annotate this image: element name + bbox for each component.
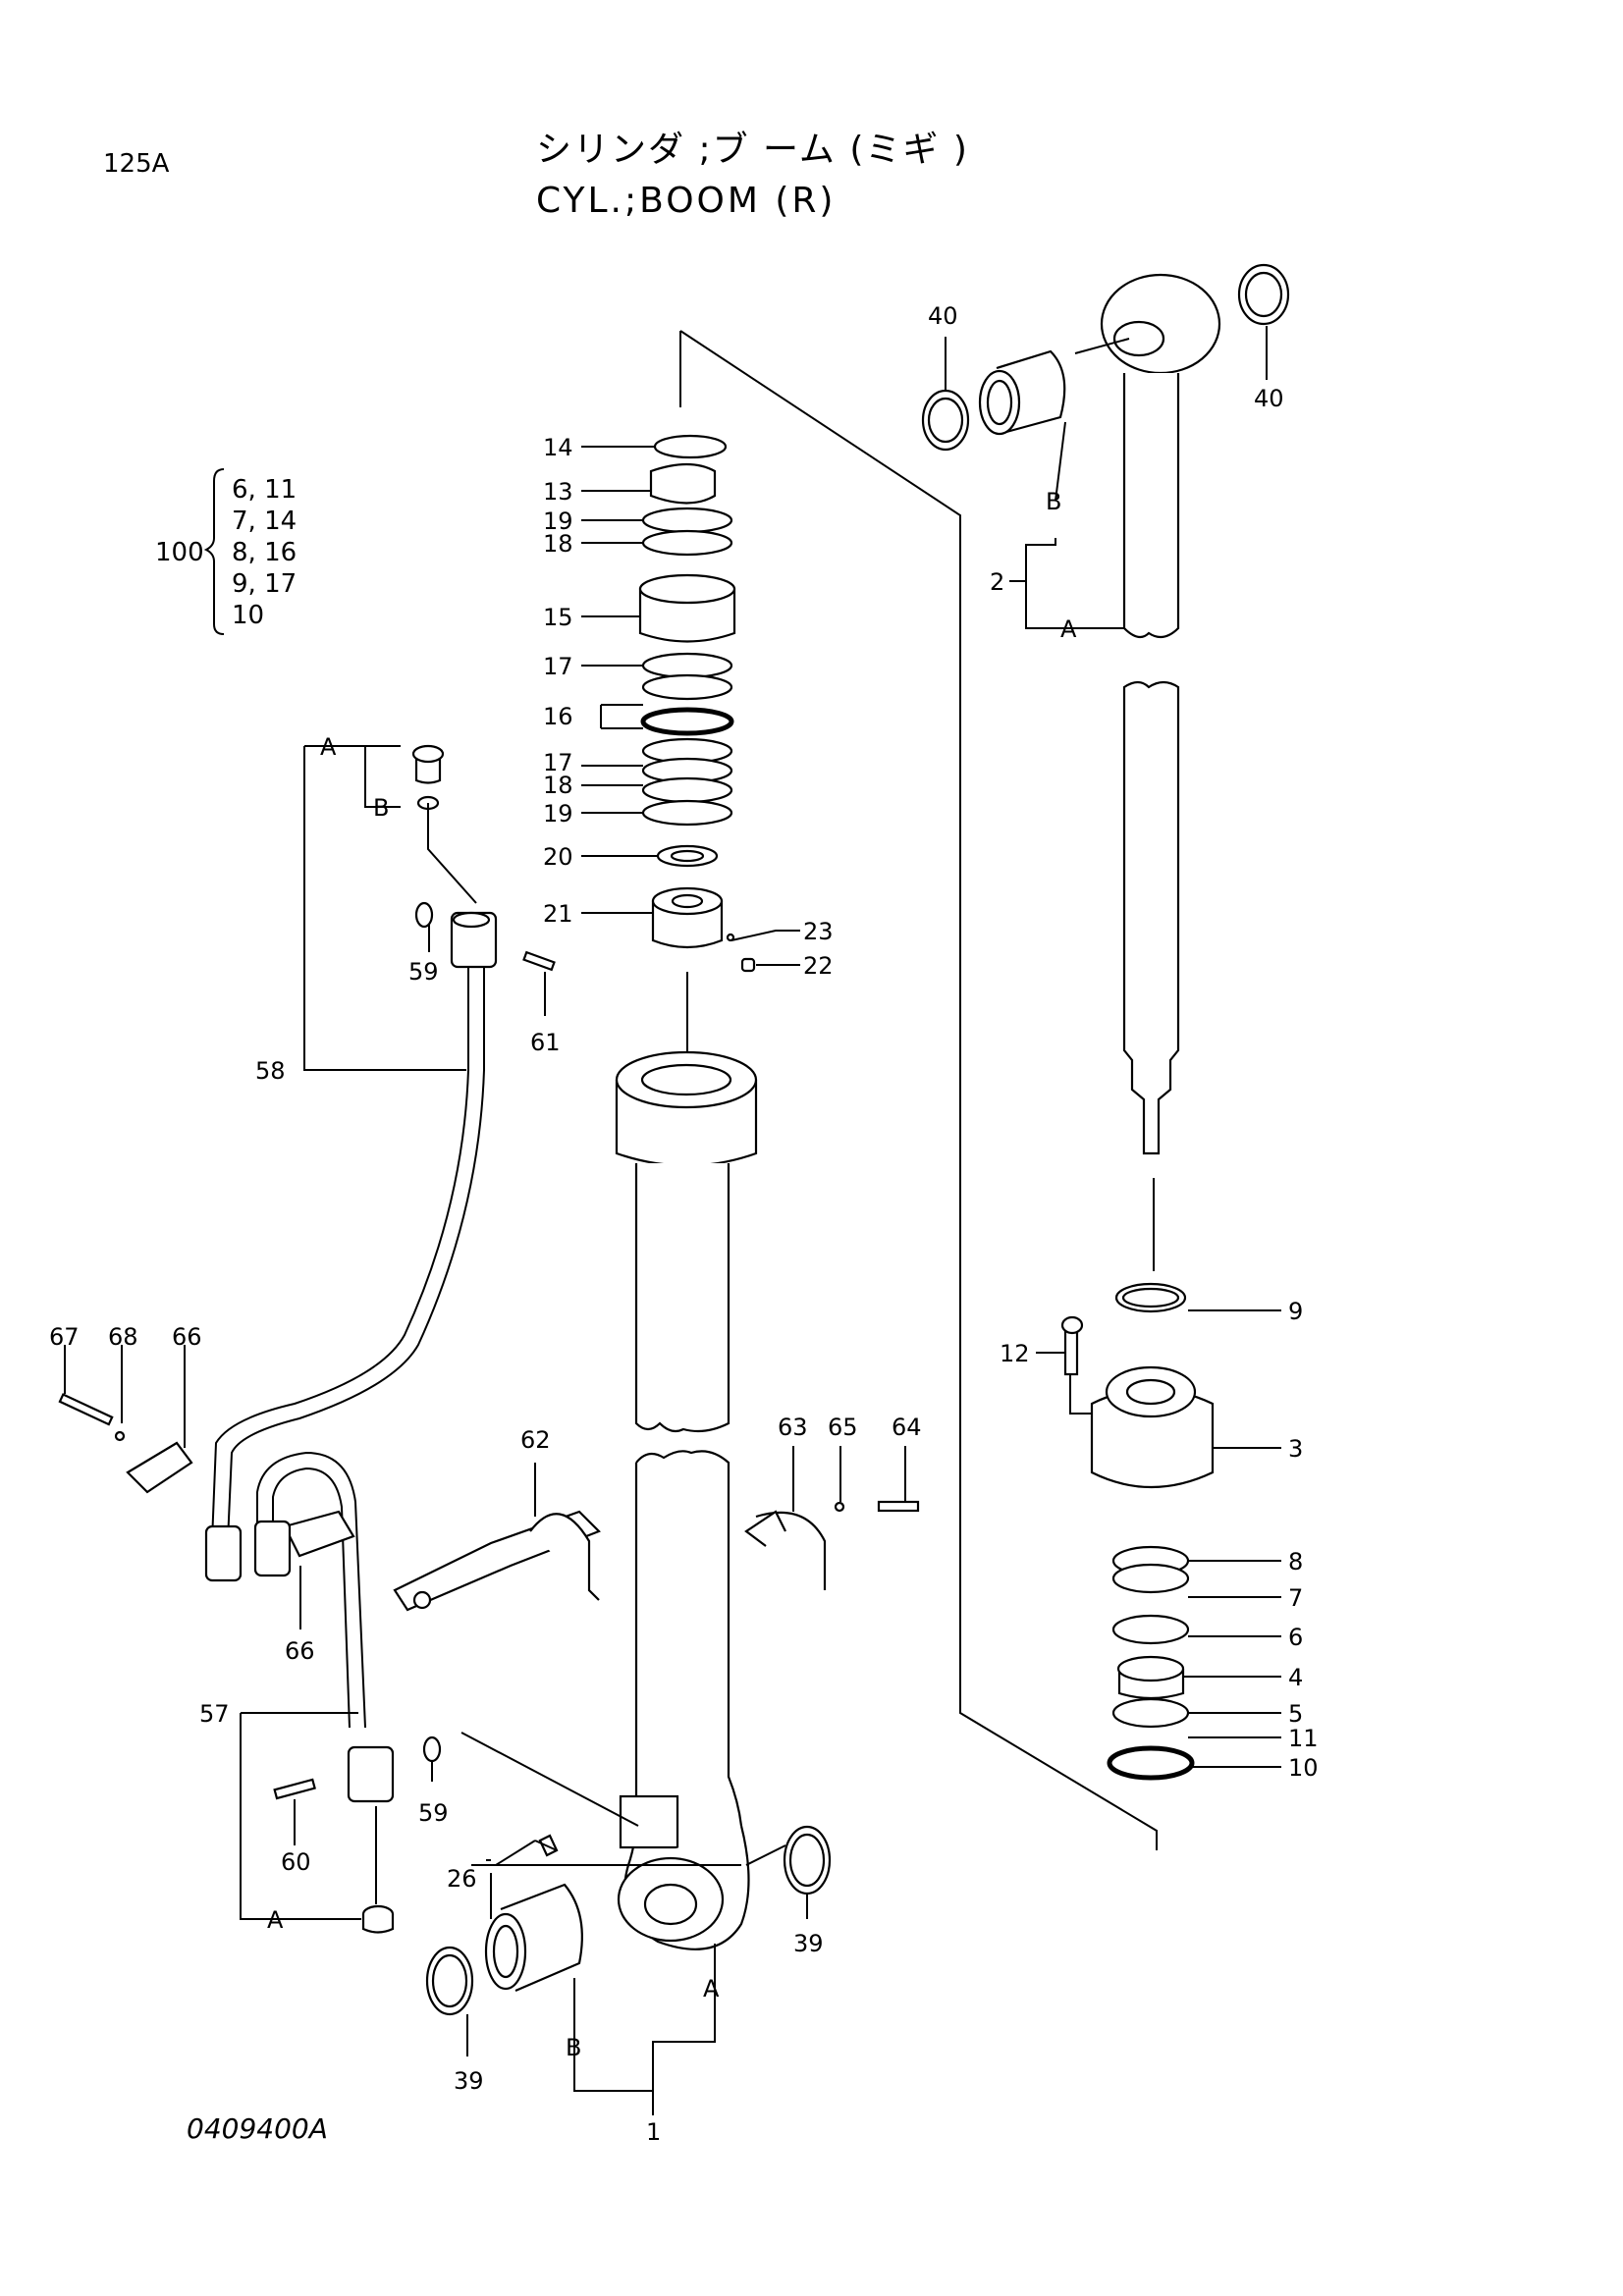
callout-18: 18 [543, 772, 573, 799]
callout-7: 7 [1288, 1584, 1303, 1612]
callout-B: B [373, 794, 389, 822]
callout-22: 22 [803, 952, 834, 980]
callout-2: 2 [990, 568, 1004, 596]
callout-9: 9 [1288, 1298, 1303, 1325]
callout-59: 59 [408, 958, 439, 986]
callout-B: B [1046, 488, 1061, 515]
pipe-58 [211, 744, 556, 1542]
kit-item: 7, 14 [232, 507, 298, 536]
callout-A: A [320, 733, 337, 761]
callout-63: 63 [778, 1414, 808, 1441]
callout-39: 39 [793, 1930, 824, 1957]
callout-3: 3 [1288, 1435, 1303, 1463]
kit-item: 10 [232, 601, 265, 630]
callout-68: 68 [108, 1323, 138, 1351]
bushing-40 [921, 263, 1290, 452]
drawing-number: 0409400A [187, 2112, 328, 2145]
callout-19: 19 [543, 800, 573, 828]
callout-4: 4 [1288, 1664, 1303, 1691]
callout-66: 66 [285, 1637, 315, 1665]
clamp-parts [58, 1393, 920, 1612]
cylinder-tube [615, 1050, 758, 1950]
callout-6: 6 [1288, 1624, 1303, 1651]
callout-10: 10 [1288, 1754, 1319, 1782]
callout-17: 17 [543, 749, 573, 776]
kit-item: 9, 17 [232, 569, 298, 599]
callout-17: 17 [543, 653, 573, 680]
callout-21: 21 [543, 900, 573, 928]
title-japanese: シリンダ ;ブ ーム (ミギ ) [536, 130, 969, 170]
gland-stack [638, 434, 756, 1070]
callout-40: 40 [928, 302, 958, 330]
callout-12: 12 [1000, 1340, 1030, 1367]
callout-58: 58 [255, 1057, 286, 1085]
callout-67: 67 [49, 1323, 80, 1351]
kit-brace [203, 468, 225, 635]
callout-A: A [267, 1906, 284, 1934]
callout-19: 19 [543, 507, 573, 535]
callout-60: 60 [281, 1848, 311, 1876]
piston-rod [1100, 273, 1221, 1271]
leader-lines [64, 326, 1281, 2115]
callout-66: 66 [172, 1323, 202, 1351]
callout-14: 14 [543, 434, 573, 461]
piston-stack [1060, 1282, 1215, 1781]
pipe-57 [256, 1451, 559, 1934]
callout-16: 16 [543, 703, 573, 730]
callout-18: 18 [543, 530, 573, 558]
kit-item: 6, 11 [232, 475, 298, 505]
callout-64: 64 [892, 1414, 922, 1441]
title-english: CYL.;BOOM (R) [536, 181, 837, 221]
callout-26: 26 [447, 1865, 477, 1893]
kit-item: 8, 16 [232, 538, 298, 567]
callout-A: A [703, 1975, 720, 2002]
callout-57: 57 [199, 1700, 230, 1728]
callout-15: 15 [543, 604, 573, 631]
callout-20: 20 [543, 843, 573, 871]
callout-59: 59 [418, 1799, 449, 1827]
page-code: 125A [103, 149, 170, 179]
callout-23: 23 [803, 918, 834, 945]
callout-A: A [1060, 615, 1077, 643]
callout-11: 11 [1288, 1725, 1319, 1752]
callout-8: 8 [1288, 1548, 1303, 1575]
callout-13: 13 [543, 478, 573, 506]
callout-65: 65 [828, 1414, 858, 1441]
assembly-bracket-line [679, 330, 1158, 1850]
bushing-39 [425, 1825, 832, 2016]
callout-5: 5 [1288, 1700, 1303, 1728]
callout-40: 40 [1254, 385, 1284, 412]
kit-label: 100 [155, 538, 204, 567]
callout-61: 61 [530, 1029, 561, 1056]
callout-62: 62 [520, 1426, 551, 1454]
callout-39: 39 [454, 2067, 484, 2095]
callout-1: 1 [646, 2118, 661, 2146]
callout-B: B [566, 2034, 581, 2061]
